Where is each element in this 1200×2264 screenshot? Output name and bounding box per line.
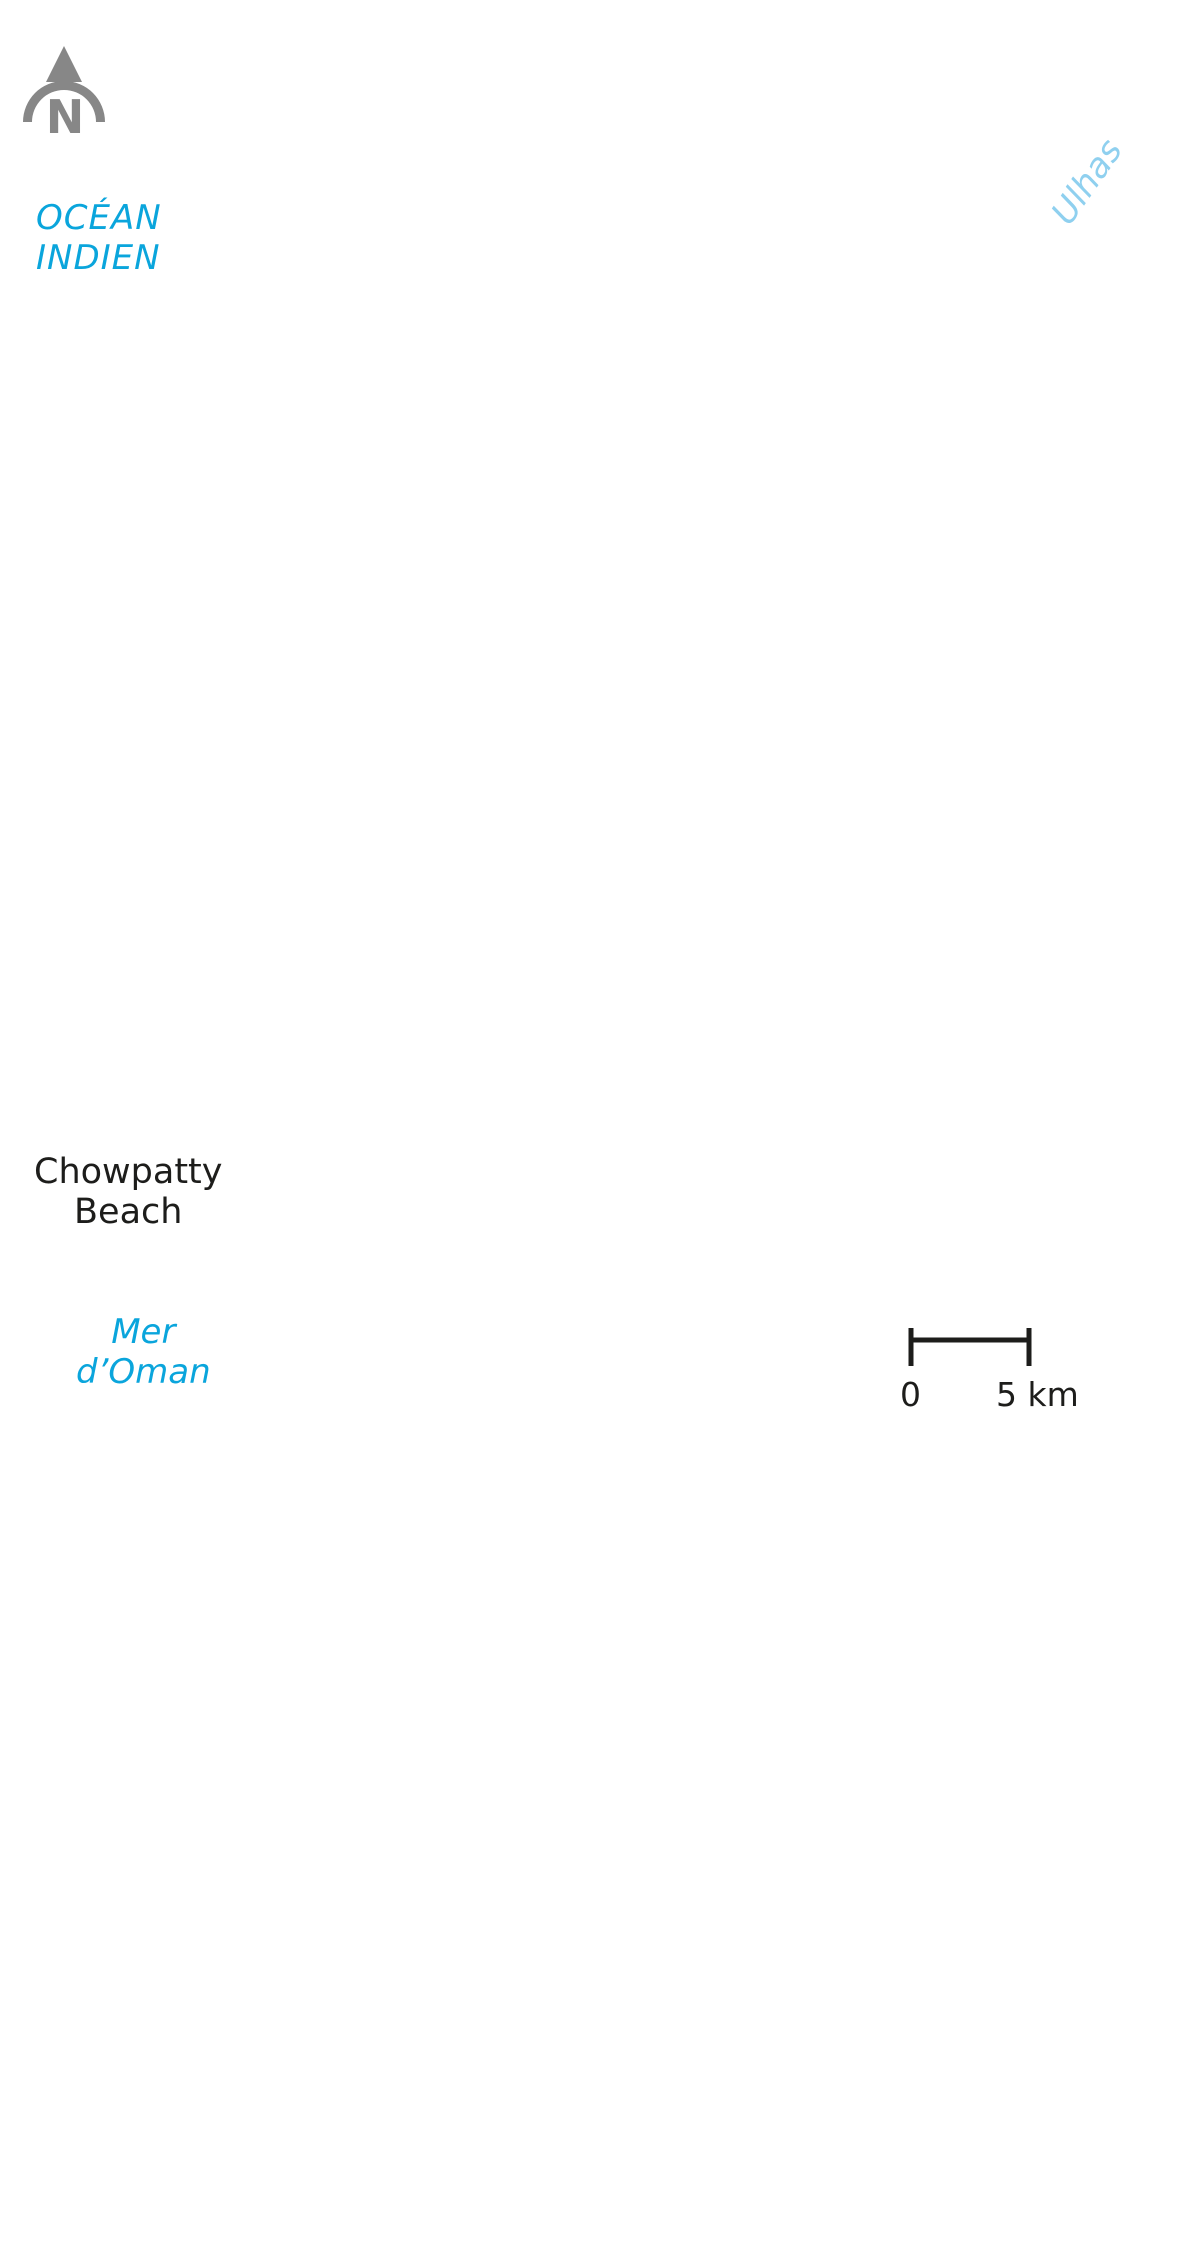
river-label: Ulhas [1043, 131, 1131, 233]
north-letter: N [45, 90, 85, 144]
sea-label-line-2: d’Oman [76, 1352, 211, 1392]
sea-label-line-1: Mer [111, 1312, 176, 1352]
place-label-line-1: Chowpatty [34, 1152, 223, 1192]
scale-bar [908, 1326, 1032, 1368]
scale-end-label: 5 km [996, 1375, 1079, 1414]
north-arrow-icon: N [20, 44, 110, 148]
scale-bar-line [908, 1328, 1032, 1366]
sea-label: Mer d’Oman [76, 1312, 211, 1392]
ocean-label-line-2: INDIEN [36, 238, 161, 278]
place-label-line-2: Beach [74, 1192, 183, 1232]
north-arrow-shape [23, 46, 105, 122]
place-label-chowpatty-beach: Chowpatty Beach [34, 1152, 222, 1232]
scale-start-label: 0 [900, 1375, 921, 1414]
ocean-label-line-1: OCÉAN [36, 198, 162, 238]
ocean-label: OCÉAN INDIEN [36, 198, 162, 278]
